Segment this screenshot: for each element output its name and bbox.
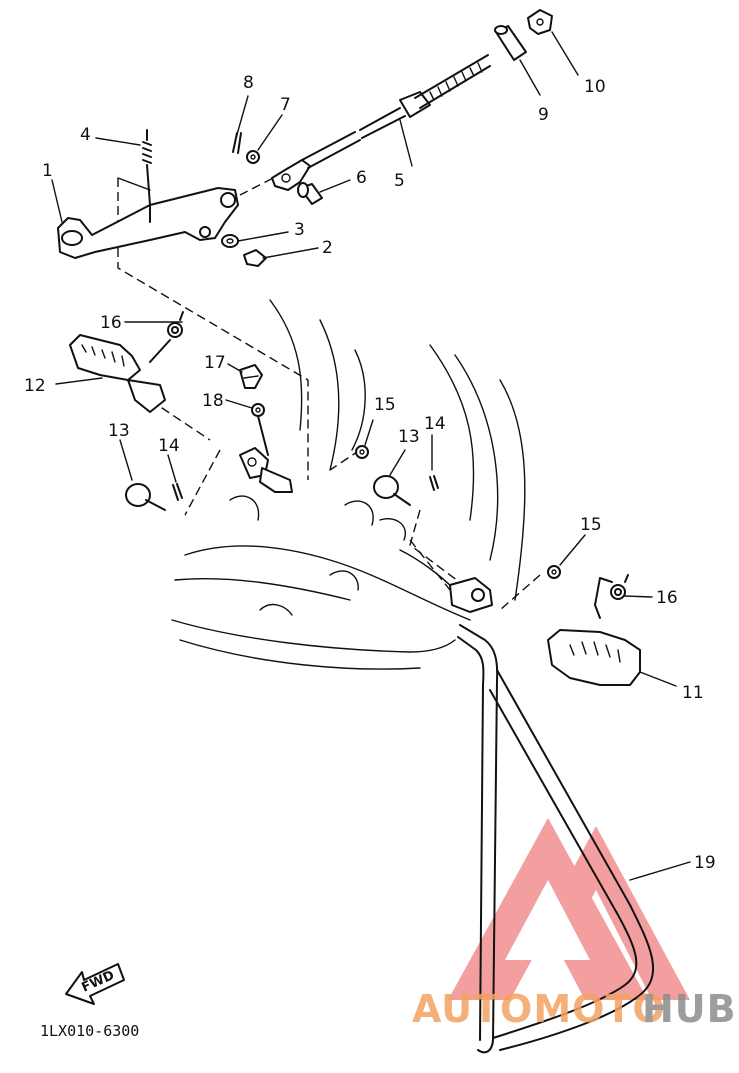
callout-14-right: 14 xyxy=(424,414,446,434)
callout-15-left: 15 xyxy=(374,395,396,415)
wordmark-hub: HUB xyxy=(642,987,737,1031)
callout-11: 11 xyxy=(682,683,704,703)
bolt-17 xyxy=(239,364,263,389)
brake-rod xyxy=(271,54,491,191)
callout-labels: 1 2 3 4 5 6 7 8 9 10 11 12 13 13 14 14 1… xyxy=(24,73,716,873)
nut-15-left xyxy=(355,445,369,459)
callout-10: 10 xyxy=(584,77,606,97)
callout-19: 19 xyxy=(694,853,716,873)
callout-4: 4 xyxy=(80,125,91,145)
adjuster-9 xyxy=(494,25,527,61)
callout-18: 18 xyxy=(202,391,224,411)
fwd-arrow: FWD xyxy=(65,963,125,1005)
callout-15-right: 15 xyxy=(580,515,602,535)
callout-17: 17 xyxy=(204,353,226,373)
brake-pedal xyxy=(57,187,239,259)
stand-19 xyxy=(457,624,655,1054)
callout-14-left: 14 xyxy=(158,436,180,456)
callout-9: 9 xyxy=(538,105,549,125)
frame-outline xyxy=(171,299,526,670)
callout-5: 5 xyxy=(394,171,405,191)
cotter-pin-14-right xyxy=(429,475,439,491)
callout-13-left: 13 xyxy=(108,421,130,441)
callout-3: 3 xyxy=(294,220,305,240)
cotter-pin-14-left xyxy=(172,483,183,501)
drawing-code: 1LX010-6300 xyxy=(40,1022,139,1040)
automotohub-wordmark: AUTOMOTO HUB xyxy=(412,987,737,1031)
callout-7: 7 xyxy=(280,95,291,115)
clevis-pin xyxy=(297,182,323,205)
callout-8: 8 xyxy=(243,73,254,93)
nut-7 xyxy=(246,150,260,164)
callout-6: 6 xyxy=(356,168,367,188)
joint-10 xyxy=(527,9,553,35)
return-spring xyxy=(142,129,152,206)
footrest-left xyxy=(69,334,166,413)
callout-16-left: 16 xyxy=(100,313,122,333)
pivot-pin-13-left xyxy=(125,483,166,511)
spring-16-right xyxy=(594,574,629,619)
footrest-right xyxy=(547,629,641,686)
bolt-2 xyxy=(243,249,267,267)
callout-13-right: 13 xyxy=(398,427,420,447)
nut-18 xyxy=(251,403,269,456)
spring-16-left xyxy=(149,311,184,363)
washer-3 xyxy=(221,234,239,248)
callout-1: 1 xyxy=(42,161,53,181)
callout-16-right: 16 xyxy=(656,588,678,608)
callout-12: 12 xyxy=(24,376,46,396)
frame-brackets xyxy=(239,447,493,613)
pivot-pin-13-right xyxy=(373,475,411,506)
nut-15-right xyxy=(547,565,561,579)
callout-2: 2 xyxy=(322,238,333,258)
wordmark-automoto: AUTOMOTO xyxy=(412,987,666,1031)
leader-lines xyxy=(51,31,691,881)
